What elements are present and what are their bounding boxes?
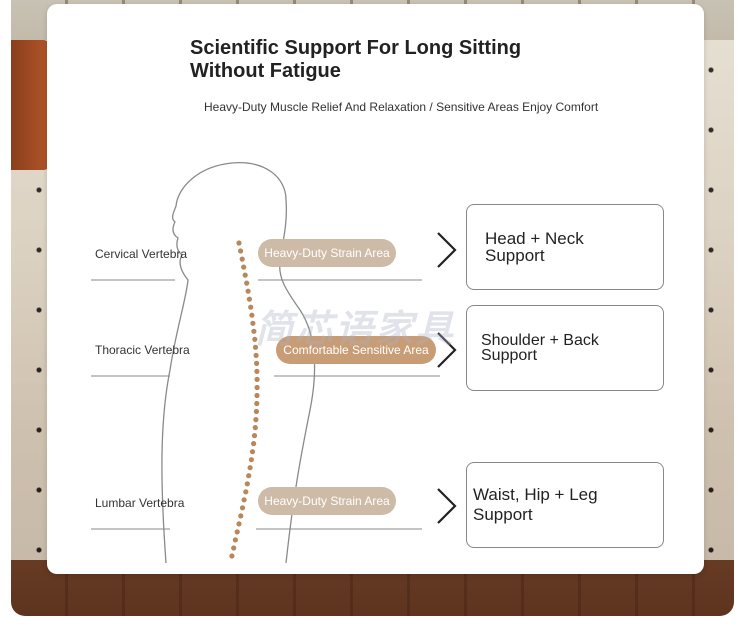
chevron-right-icon <box>437 232 457 268</box>
spine-dot <box>253 352 259 358</box>
spine-dot <box>245 288 251 294</box>
area-pill-thoracic: Comfortable Sensitive Area <box>276 336 436 364</box>
support-label-line-2: Support <box>485 246 545 265</box>
spine-dot <box>241 497 247 503</box>
spine-dot <box>249 449 256 455</box>
spine-dot <box>247 465 253 471</box>
support-label-line-1: Waist, Hip + Leg <box>473 485 598 504</box>
label-cervical-vertebra: Cervical Vertebra <box>95 247 188 261</box>
spine-dot <box>238 248 244 254</box>
support-box-shoulder-back: Shoulder + Back Support <box>466 305 664 391</box>
spine-dot <box>252 344 259 350</box>
spine-dots <box>229 240 260 559</box>
spine-dot <box>234 529 240 535</box>
spine-dot <box>251 328 257 334</box>
chevron-right-icon <box>437 332 457 368</box>
spine-dot <box>241 264 247 270</box>
support-label-line-1: Shoulder + Back <box>481 332 599 349</box>
spine-dot <box>254 368 260 374</box>
title-line-1: Scientific Support For Long Sitting <box>190 37 522 59</box>
spine-dot <box>248 304 254 310</box>
label-thoracic-vertebra: Thoracic Vertebra <box>95 343 190 357</box>
title-line-2: Without Fatigue <box>190 60 341 82</box>
spine-dot <box>248 457 254 463</box>
spine-dot <box>252 336 258 342</box>
area-pill-lumbar: Heavy-Duty Strain Area <box>258 487 396 515</box>
chevron-right-icon <box>437 488 457 524</box>
spine-dot <box>254 392 260 399</box>
spine-dot <box>238 513 244 519</box>
spine-dot <box>250 320 256 326</box>
support-box-head-neck: Head + Neck Support <box>466 204 664 290</box>
spine-dot <box>243 489 249 495</box>
spine-dot <box>244 280 250 286</box>
page-title: Scientific Support For Long Sitting With… <box>190 37 610 83</box>
spine-dot <box>253 417 259 423</box>
spine-dot <box>239 256 245 262</box>
support-label-line-1: Head + Neck <box>485 229 584 248</box>
spine-dot <box>236 521 242 527</box>
spine-dot <box>254 400 260 407</box>
spine-dot <box>251 433 258 439</box>
label-lumbar-vertebra: Lumbar Vertebra <box>95 496 185 510</box>
watermark-text: 简芯语家具 <box>255 307 456 351</box>
spine-dot <box>249 312 255 318</box>
spine-dot <box>252 425 258 431</box>
spine-dot <box>254 376 260 382</box>
spine-dot <box>242 272 248 278</box>
support-label-line-2: Support <box>481 347 538 364</box>
spine-dot <box>239 505 246 511</box>
spine-dot <box>254 360 260 366</box>
spine-dot <box>236 240 242 246</box>
spine-dot <box>253 408 259 415</box>
spine-dot <box>251 441 257 447</box>
support-box-waist-hip-leg: Waist, Hip + Leg Support <box>466 462 664 548</box>
spine-dot <box>231 545 237 551</box>
support-label-line-2: Support <box>473 505 533 524</box>
spine-dot <box>246 296 252 302</box>
spine-dot <box>232 537 238 543</box>
spine-dot <box>246 473 252 479</box>
spine-dot <box>254 384 260 391</box>
subtitle: Heavy-Duty Muscle Relief And Relaxation … <box>204 100 599 114</box>
spine-dot <box>244 481 250 487</box>
side-table <box>11 40 51 170</box>
area-pill-cervical: Heavy-Duty Strain Area <box>258 239 396 267</box>
spine-dot <box>229 553 235 559</box>
